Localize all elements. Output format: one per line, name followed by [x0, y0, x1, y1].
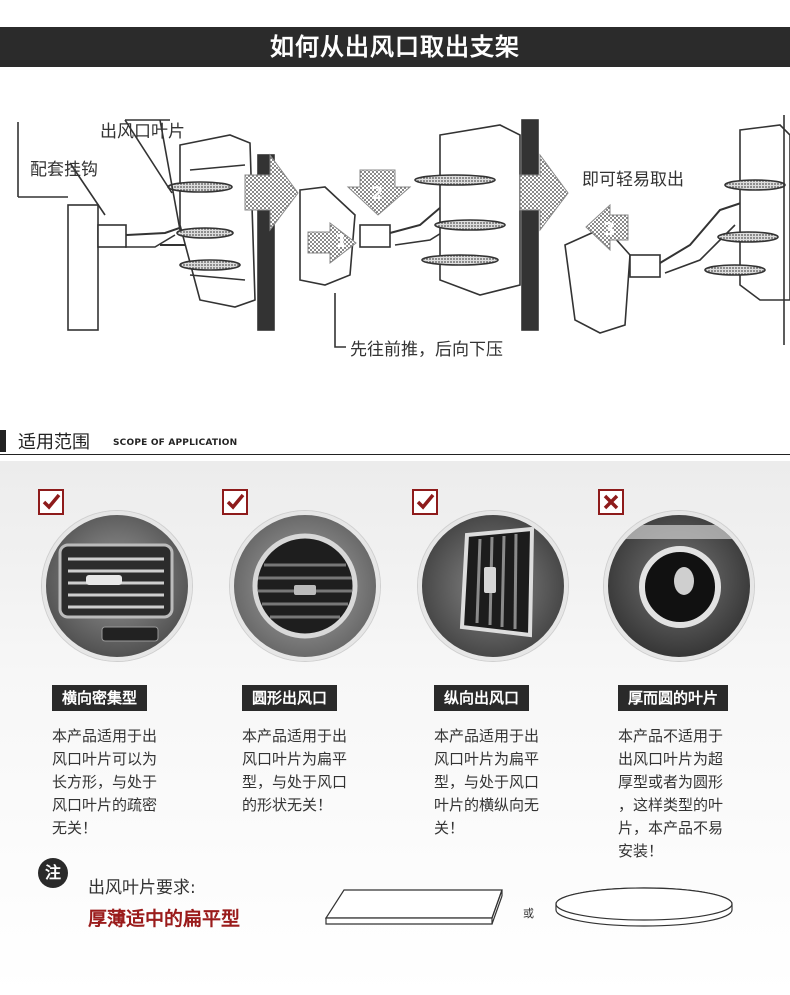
panel-1 [17, 119, 275, 331]
desc-line: 型，与处于风口 [434, 773, 540, 791]
check-icon [412, 489, 438, 515]
step-1-number: 1 [335, 231, 348, 252]
label-easy-remove: 即可轻易取出 [582, 170, 684, 190]
section-title: 适用范围 [18, 432, 90, 453]
arrow-step1 [307, 221, 357, 265]
type-label-round: 圆形出风口 [242, 685, 338, 711]
removal-diagram-drawing [17, 115, 790, 348]
desc-line: 本产品适用于出 [242, 727, 348, 745]
note-title: 出风叶片要求: [88, 878, 196, 898]
or-label: 或 [523, 907, 534, 920]
desc-line: 风口叶片可以为 [52, 750, 158, 768]
page-title: 如何从出风口取出支架 [270, 32, 520, 61]
flat-blade-illustration [324, 889, 503, 925]
section-marker [0, 430, 6, 452]
desc-line: 出风口叶片为超 [618, 750, 724, 768]
desc-line: 关！ [434, 819, 465, 837]
type-card-horizontal: 横向密集型 本产品适用于出 风口叶片可以为 长方形，与处于 风口叶片的疏密 无关… [38, 461, 198, 861]
photo-horizontal-vent [42, 511, 192, 661]
step-2-number: 2 [371, 183, 384, 204]
section-subtitle: SCOPE OF APPLICATION [113, 438, 238, 448]
type-desc-horizontal: 本产品适用于出 风口叶片可以为 长方形，与处于 风口叶片的疏密 无关！ [52, 725, 184, 840]
desc-line: 的形状无关！ [242, 796, 333, 814]
section-header: 适用范围 SCOPE OF APPLICATION [0, 426, 790, 456]
desc-line: 厚型或者为圆形 [618, 773, 724, 791]
desc-line: 型，与处于风口 [242, 773, 348, 791]
note-highlight: 厚薄适中的扁平型 [88, 908, 241, 930]
photo-thick-round-vent [604, 511, 754, 661]
desc-line: 风口叶片为扁平 [434, 750, 540, 768]
type-desc-vertical: 本产品适用于出 风口叶片为扁平 型，与处于风口 叶片的横纵向无 关！ [434, 725, 566, 840]
desc-line: 长方形，与处于 [52, 773, 158, 791]
type-card-thick-round: 厚而圆的叶片 本产品不适用于 出风口叶片为超 厚型或者为圆形 ，这样类型的叶 片… [598, 461, 758, 861]
photo-round-vent [230, 511, 380, 661]
label-push-press: 先往前推，后向下压 [350, 340, 503, 360]
panel-2 [299, 119, 539, 348]
label-vent-blade: 出风口叶片 [100, 122, 185, 142]
desc-line: 本产品不适用于 [618, 727, 724, 745]
oval-blade-illustration [555, 887, 733, 927]
title-bar: 如何从出风口取出支架 [0, 27, 790, 67]
arrow-step2 [346, 169, 412, 216]
type-card-round: 圆形出风口 本产品适用于出 风口叶片为扁平 型，与处于风口 的形状无关！ [222, 461, 382, 861]
desc-line: 本产品适用于出 [434, 727, 540, 745]
arrow-2-big [519, 153, 569, 232]
note-badge: 注 [38, 858, 68, 888]
desc-line: 片，本产品不易 [618, 819, 724, 837]
desc-line: 安装！ [618, 842, 664, 860]
arrow-step3 [585, 203, 629, 252]
cross-icon [598, 489, 624, 515]
type-card-vertical: 纵向出风口 本产品适用于出 风口叶片为扁平 型，与处于风口 叶片的横纵向无 关！ [412, 461, 572, 861]
photo-vertical-vent [418, 511, 568, 661]
label-matching-hook: 配套挂钩 [30, 160, 98, 180]
type-desc-round: 本产品适用于出 风口叶片为扁平 型，与处于风口 的形状无关！ [242, 725, 374, 817]
desc-line: ，这样类型的叶 [618, 796, 724, 814]
section-divider [0, 454, 790, 455]
check-icon [222, 489, 248, 515]
panel-3 [564, 115, 790, 345]
desc-line: 叶片的横纵向无 [434, 796, 540, 814]
arrow-1-big [244, 153, 299, 232]
desc-line: 风口叶片为扁平 [242, 750, 348, 768]
desc-line: 无关！ [52, 819, 98, 837]
type-label-thick-round: 厚而圆的叶片 [618, 685, 729, 711]
type-label-vertical: 纵向出风口 [434, 685, 530, 711]
check-icon [38, 489, 64, 515]
type-label-horizontal: 横向密集型 [52, 685, 148, 711]
desc-line: 风口叶片的疏密 [52, 796, 158, 814]
removal-diagram: 出风口叶片 配套挂钩 即可轻易取出 先往前推，后向下压 1 2 3 [0, 75, 790, 395]
desc-line: 本产品适用于出 [52, 727, 158, 745]
step-3-number: 3 [603, 219, 616, 240]
type-desc-thick-round: 本产品不适用于 出风口叶片为超 厚型或者为圆形 ，这样类型的叶 片，本产品不易 … [618, 725, 750, 863]
